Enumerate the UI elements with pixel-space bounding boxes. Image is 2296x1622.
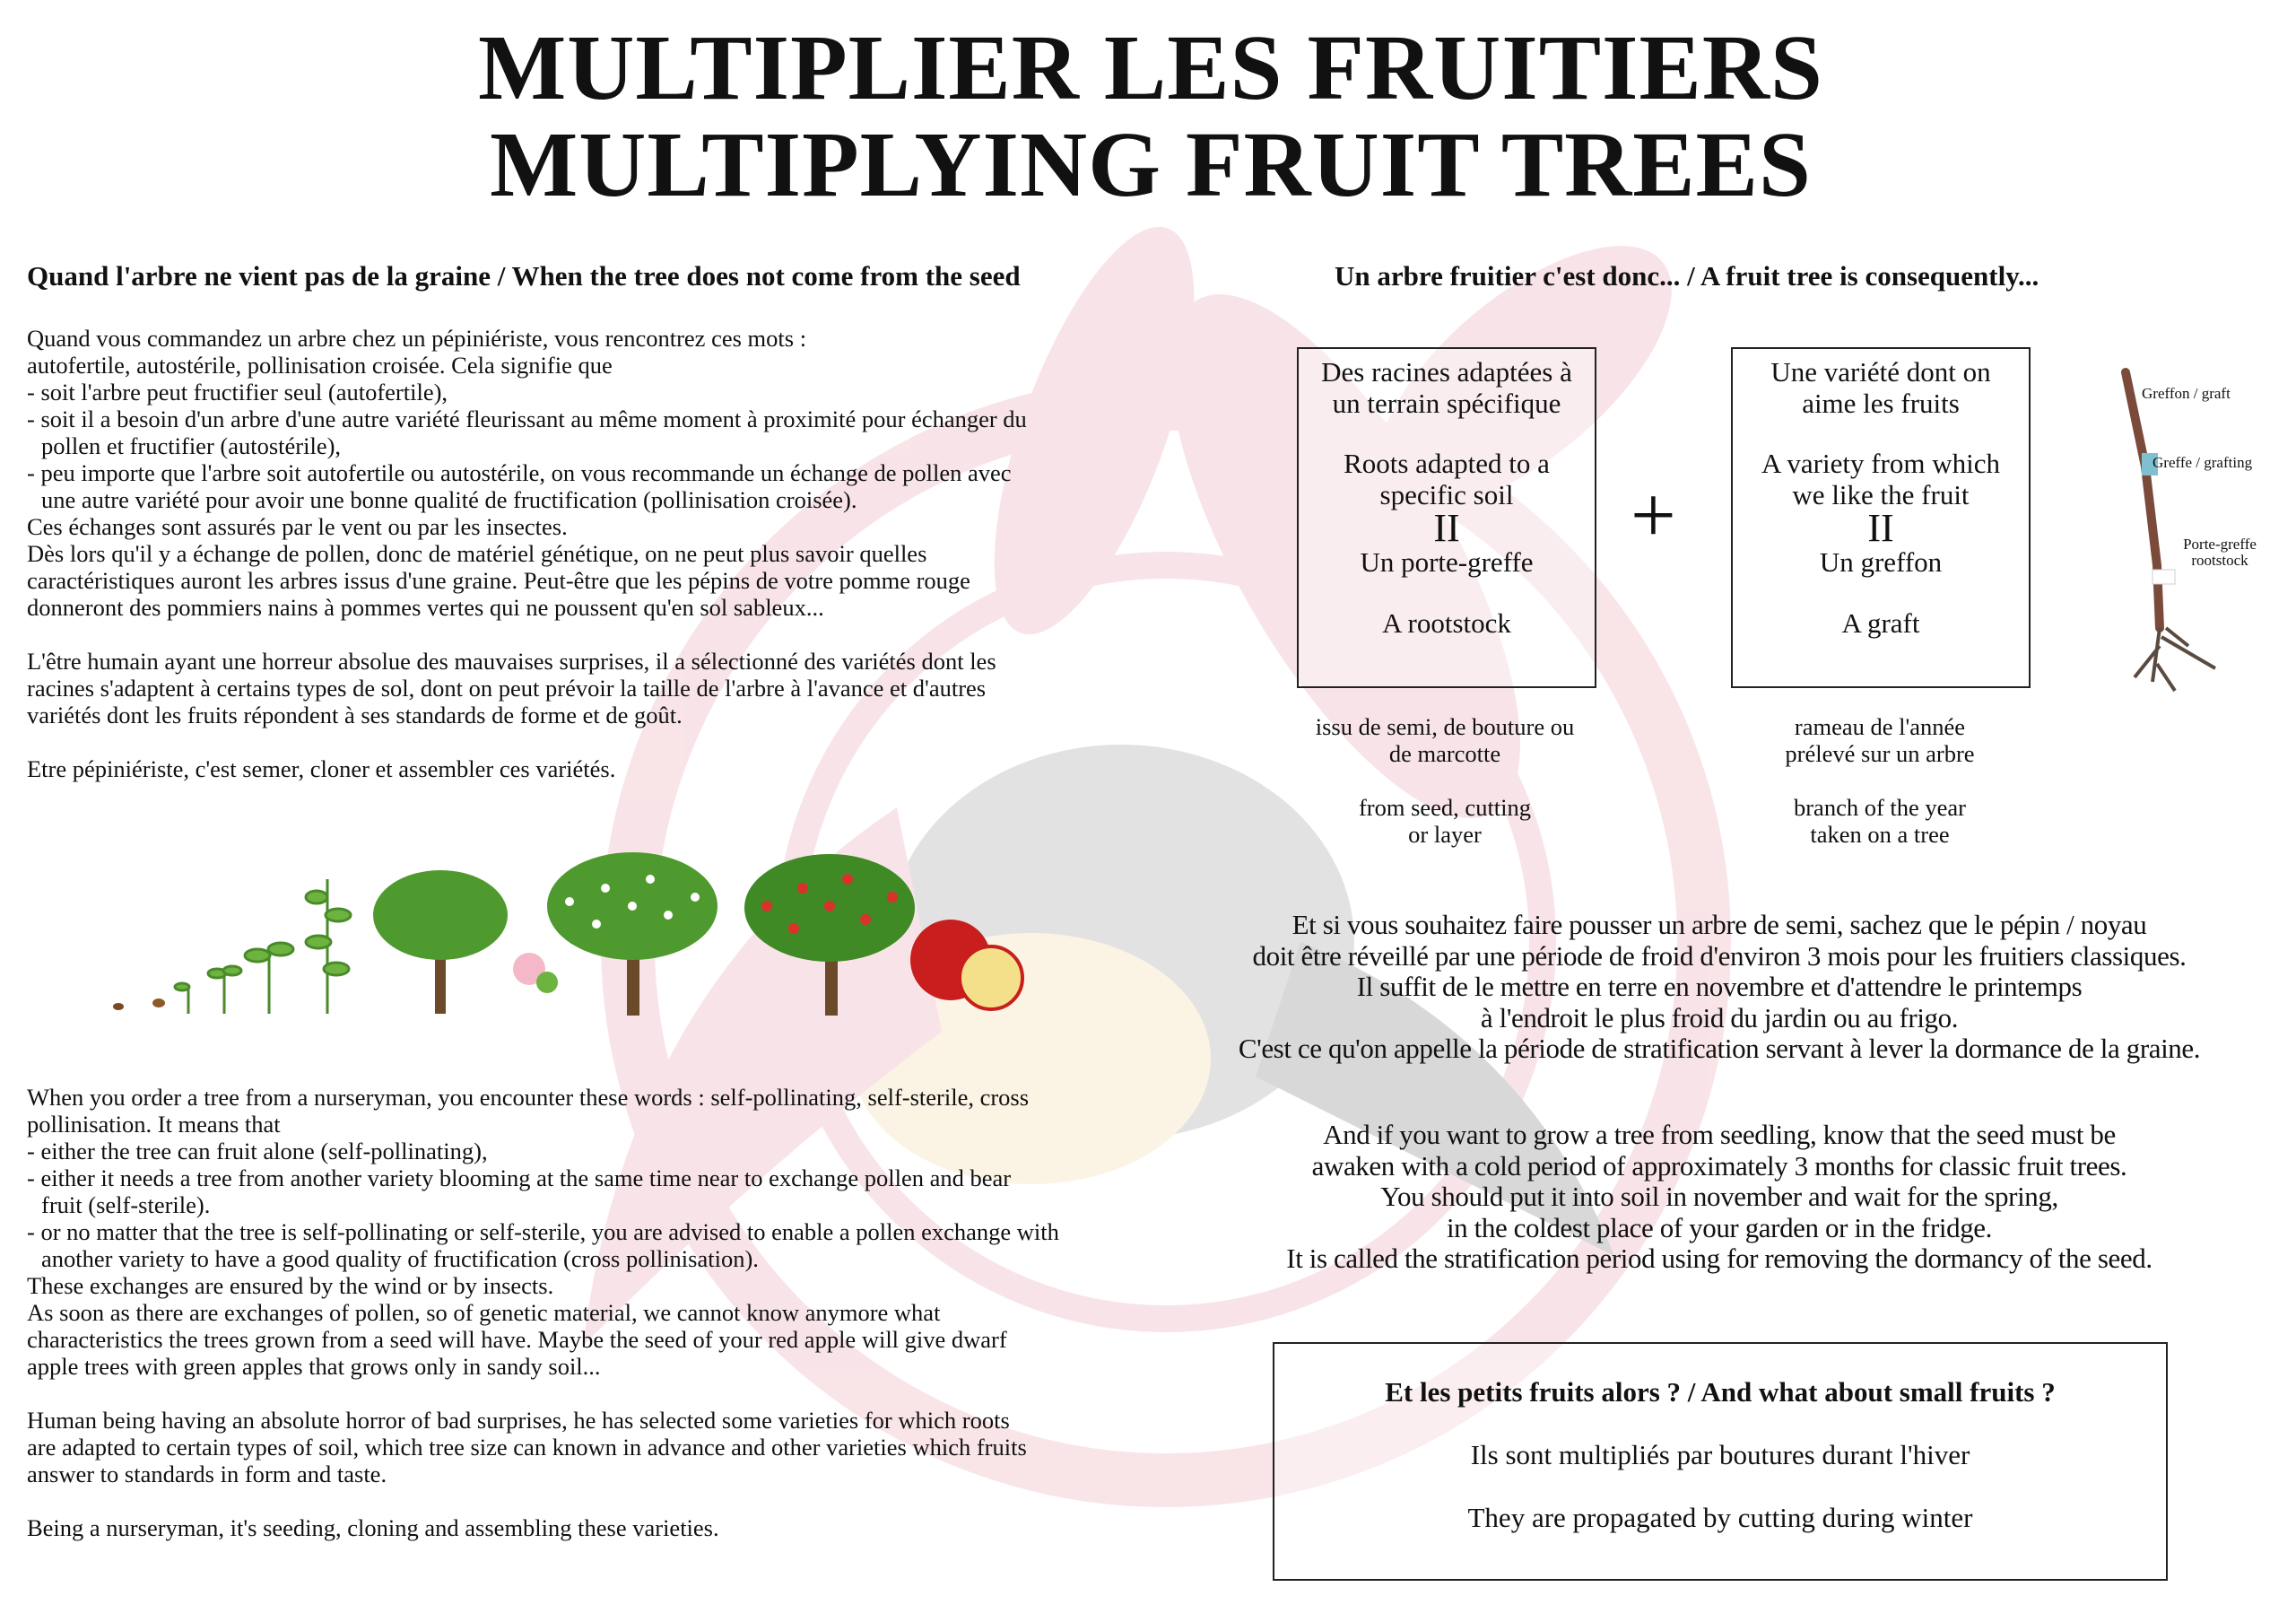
page-title: MULTIPLIER LES FRUITIERS MULTIPLYING FRU… — [0, 20, 2296, 214]
text-line: pollinisation. It means that — [27, 1111, 281, 1138]
title-en: MULTIPLYING FRUIT TREES — [490, 113, 1812, 216]
text-line: another variety to have a good quality o… — [41, 1245, 759, 1272]
text-line: racines s'adaptent à certains types de s… — [27, 675, 987, 702]
text-line: à l'endroit le plus froid du jardin ou a… — [1480, 1001, 1959, 1033]
small-fruits-fr: Ils sont multipliés par boutures durant … — [1470, 1439, 1970, 1470]
fruiting-tree-icon — [744, 854, 915, 1016]
text-line: in the coldest place of your garden or i… — [1446, 1211, 1993, 1243]
text-line: As soon as there are exchanges of pollen… — [27, 1299, 941, 1326]
french-explanation: Quand vous commandez un arbre chez un pé… — [27, 325, 1184, 782]
sprout-icon — [173, 879, 352, 1014]
text-line: Human being having an absolute horror of… — [27, 1407, 1010, 1434]
graft-origin: rameau de l'année prélevé sur un arbre b… — [1745, 713, 2014, 848]
text-line: awaken with a cold period of approximate… — [1311, 1149, 2127, 1182]
graft-name-en: A graft — [1841, 607, 1920, 639]
stratification-fr: Et si vous souhaitez faire pousser un ar… — [1145, 909, 2293, 1065]
text-line: fruit (self-sterile). — [41, 1191, 211, 1218]
english-explanation: When you order a tree from a nurseryman,… — [27, 1084, 1193, 1541]
text-line: Ces échanges sont assurés par le vent ou… — [27, 513, 568, 540]
graft-name-fr: Un greffon — [1819, 546, 1943, 578]
title-fr: MULTIPLIER LES FRUITIERS — [478, 16, 1823, 119]
text-line: answer to standards in form and taste. — [27, 1461, 387, 1487]
text-line: Il suffit de le mettre en terre en novem… — [1356, 971, 2083, 1002]
small-fruits-box: Et les petits fruits alors ? / And what … — [1273, 1342, 2168, 1581]
equals-sign: II — [1867, 506, 1894, 550]
text-line: When you order a tree from a nurseryman,… — [27, 1084, 1030, 1111]
plus-sign: + — [1631, 471, 1676, 560]
text-line: Dès lors qu'il y a échange de pollen, do… — [27, 540, 927, 567]
text-line: pollen et fructifier (autostérile), — [41, 432, 342, 459]
text-line: L'être humain ayant une horreur absolue … — [27, 648, 996, 675]
text-line: caractéristiques auront les arbres issus… — [27, 567, 970, 594]
label-porte-greffe-fr: Porte-greffe — [2183, 536, 2257, 553]
flowering-tree-icon — [547, 852, 718, 1016]
right-heading: Un arbre fruitier c'est donc... / A frui… — [1335, 260, 2039, 292]
rootstock-fr: Des racines adaptées à un terrain spécif… — [1321, 356, 1572, 419]
text-line: It is called the stratification period u… — [1286, 1243, 2152, 1274]
text-line: doit être réveillé par une période de fr… — [1252, 939, 2187, 972]
label-rootstock-en: rootstock — [2191, 552, 2248, 569]
text-line: - soit l'arbre peut fructifier seul (aut… — [27, 379, 448, 406]
text-line: Being a nurseryman, it's seeding, clonin… — [27, 1514, 719, 1541]
tree-growth-illustration — [113, 852, 1024, 1016]
text-line: Et si vous souhaitez faire pousser un ar… — [1292, 909, 2147, 940]
graft-origin-en: branch of the year taken on a tree — [1793, 794, 1967, 848]
text-line: apple trees with green apples that grows… — [27, 1353, 601, 1380]
text-line: You should put it into soil in november … — [1380, 1181, 2058, 1212]
rootstock-origin: issu de semi, de bouture ou de marcotte … — [1310, 713, 1579, 848]
stratification-en: And if you want to grow a tree from seed… — [1145, 1119, 2293, 1275]
blossom-icon — [513, 953, 558, 993]
text-line: donneront des pommiers nains à pommes ve… — [27, 594, 824, 621]
label-porte-greffe: Porte-greffe rootstock — [2179, 536, 2260, 569]
apple-icon — [910, 920, 1024, 1011]
text-line: These exchanges are ensured by the wind … — [27, 1272, 554, 1299]
text-line: variétés dont les fruits répondent à ses… — [27, 702, 683, 728]
text-line: Quand vous commandez un arbre chez un pé… — [27, 325, 807, 352]
text-line: - peu importe que l'arbre soit autoferti… — [27, 459, 1012, 486]
rootstock-origin-en: from seed, cutting or layer — [1358, 794, 1532, 848]
left-heading: Quand l'arbre ne vient pas de la graine … — [27, 260, 1021, 292]
text-line: are adapted to certain types of soil, wh… — [27, 1434, 1027, 1461]
text-line: And if you want to grow a tree from seed… — [1323, 1119, 2116, 1150]
grafted-tree-photo — [2121, 368, 2217, 693]
seed-icon — [113, 998, 165, 1010]
text-line: Etre pépiniériste, c'est semer, cloner e… — [27, 755, 616, 782]
equals-sign: II — [1433, 506, 1460, 550]
text-line: - soit il a besoin d'un arbre d'une autr… — [27, 406, 1027, 432]
text-line: autofertile, autostérile, pollinisation … — [27, 352, 613, 379]
rootstock-name-en: A rootstock — [1382, 607, 1511, 639]
small-fruits-en: They are propagated by cutting during wi… — [1467, 1502, 1973, 1533]
graft-fr: Une variété dont on aime les fruits — [1770, 356, 1991, 419]
rootstock-name-fr: Un porte-greffe — [1360, 546, 1534, 578]
small-fruits-heading: Et les petits fruits alors ? / And what … — [1385, 1376, 2056, 1408]
graft-origin-fr: rameau de l'année prélevé sur un arbre — [1785, 713, 1975, 767]
graft-box: Une variété dont on aime les fruits A va… — [1731, 347, 2031, 688]
young-tree-icon — [373, 870, 508, 1014]
text-line: - either it needs a tree from another va… — [27, 1164, 1012, 1191]
label-greffe: Greffe / grafting — [2152, 454, 2253, 471]
text-line: - either the tree can fruit alone (self-… — [27, 1138, 488, 1164]
text-line: characteristics the trees grown from a s… — [27, 1326, 1007, 1353]
text-line: - or no matter that the tree is self-pol… — [27, 1218, 1059, 1245]
text-line: une autre variété pour avoir une bonne q… — [41, 486, 857, 513]
label-greffon: Greffon / graft — [2142, 385, 2231, 402]
rootstock-box: Des racines adaptées à un terrain spécif… — [1297, 347, 1596, 688]
rootstock-origin-fr: issu de semi, de bouture ou de marcotte — [1315, 713, 1575, 767]
text-line: C'est ce qu'on appelle la période de str… — [1238, 1033, 2201, 1064]
graft-en: A variety from which we like the fruit — [1761, 448, 2000, 510]
rootstock-en: Roots adapted to a specific soil — [1344, 448, 1550, 510]
